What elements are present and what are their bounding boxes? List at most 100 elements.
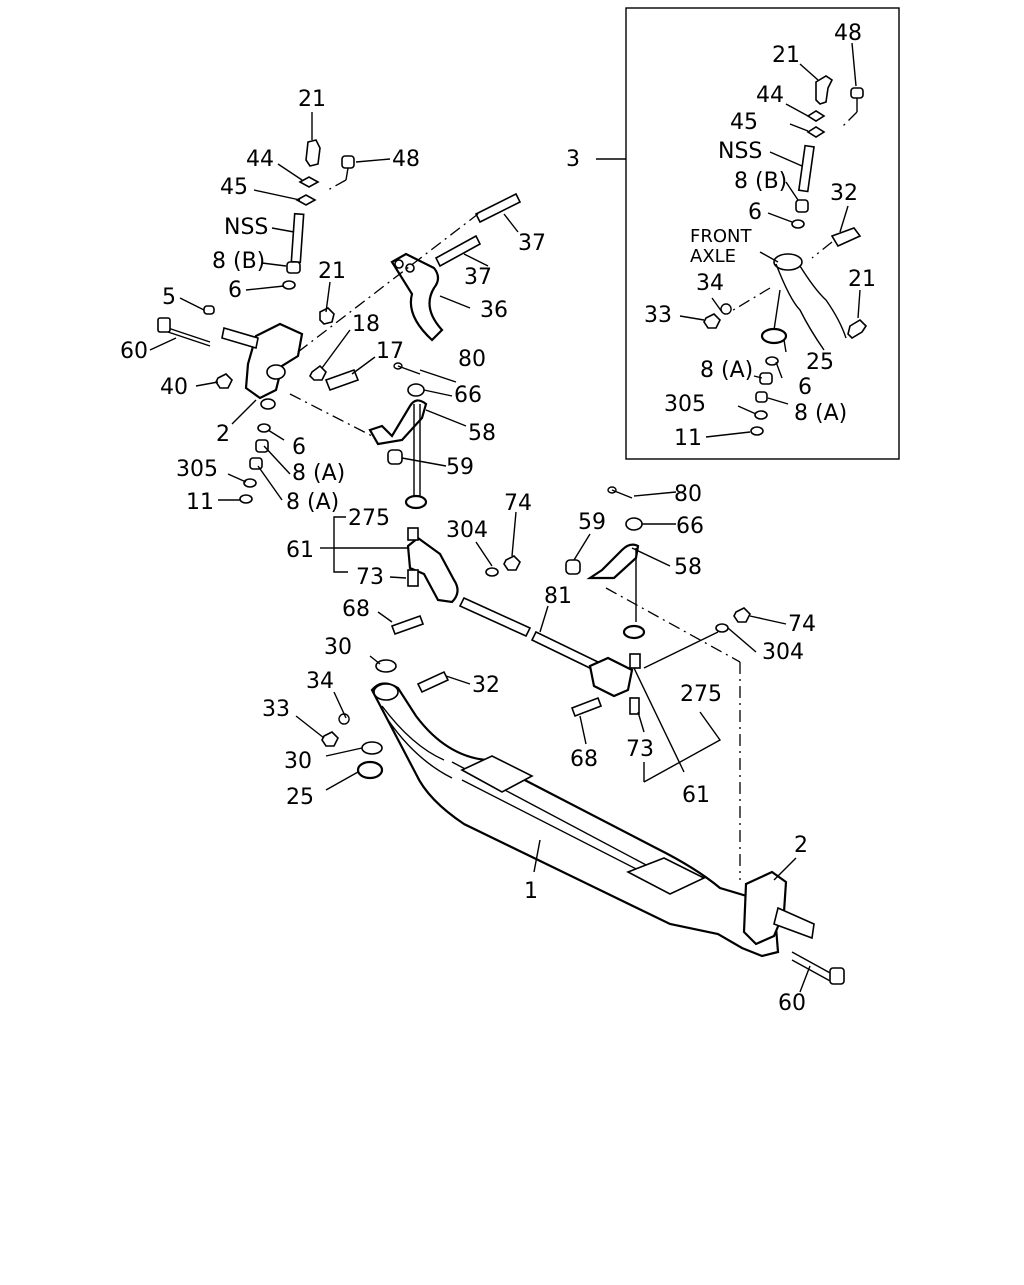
bolt-60-right (791, 951, 833, 983)
callout-8a: 8 (A) (292, 461, 345, 486)
inset-callout-45: 45 (730, 110, 758, 135)
front-axle-beam (321, 659, 845, 985)
inset-callout-48: 48 (834, 21, 862, 46)
washer-25 (356, 760, 384, 780)
shim-11 (239, 494, 253, 504)
nut-66b (625, 517, 643, 531)
callout-61b: 61 (682, 783, 710, 808)
callout-81: 81 (544, 584, 572, 609)
bolt-48 (341, 155, 355, 169)
inset-bushing-8b (795, 199, 809, 213)
inset-callout-34: 34 (696, 271, 724, 296)
inset-plate-44 (806, 110, 826, 122)
washer-30 (375, 659, 397, 673)
callout-68b: 68 (570, 747, 598, 772)
callout-304b: 304 (762, 640, 804, 665)
callout-80b: 80 (674, 482, 702, 507)
inset-bushing-8a (759, 372, 773, 385)
pin-32 (416, 670, 450, 694)
inset-callout-305: 305 (664, 392, 706, 417)
stud-17 (324, 368, 360, 392)
spindle-right (773, 906, 815, 940)
callout-6b: 6 (292, 435, 306, 460)
inset-callout-11: 11 (674, 426, 702, 451)
callout-59b: 59 (578, 510, 606, 535)
callout-40: 40 (160, 375, 188, 400)
callout-6: 6 (228, 278, 242, 303)
callout-34: 34 (306, 669, 334, 694)
bushing-8a-2 (249, 457, 263, 470)
bolt-68 (390, 614, 425, 636)
nut-33 (321, 731, 339, 747)
bushing-59b (565, 559, 581, 575)
axle-beam-1 (370, 682, 780, 958)
seal-275 (404, 494, 428, 510)
inset-ring-34 (720, 303, 732, 315)
nut-40 (215, 373, 233, 389)
callout-1: 1 (524, 879, 538, 904)
callout-304: 304 (446, 518, 488, 543)
steering-arm-36 (390, 252, 444, 342)
callout-leaders (149, 112, 811, 993)
inset-grease-fitting-21b (847, 318, 868, 340)
inset-callout-8a-2: 8 (A) (794, 401, 847, 426)
callout-8a-2: 8 (A) (286, 490, 339, 515)
callout-5: 5 (162, 285, 176, 310)
callout-25: 25 (286, 785, 314, 810)
bolt-37a (474, 192, 522, 224)
inset-callout-32: 32 (830, 181, 858, 206)
callout-66b: 66 (676, 514, 704, 539)
ring-34 (338, 713, 350, 725)
nut-74b (733, 607, 751, 623)
callout-44: 44 (246, 147, 274, 172)
inset-plate-45 (806, 126, 826, 138)
bushing-8a (255, 439, 269, 453)
shim-305 (243, 478, 257, 488)
callout-21b: 21 (318, 259, 346, 284)
callout-2: 2 (216, 422, 230, 447)
callout-305: 305 (176, 457, 218, 482)
inset-callout-33: 33 (644, 303, 672, 328)
callout-8b: 8 (B) (212, 249, 265, 274)
washer-304b (715, 623, 729, 633)
washer-6b (257, 423, 271, 433)
callout-60b: 60 (778, 991, 806, 1016)
inset-callout-21b: 21 (848, 267, 876, 292)
washer-30b (361, 741, 383, 755)
inset-callout-8b: 8 (B) (734, 169, 787, 194)
inset-callout-6b: 6 (798, 375, 812, 400)
king-pin-nss (290, 212, 305, 264)
callout-36: 36 (480, 298, 508, 323)
tie-rod-81 (458, 596, 532, 638)
arm-58 (368, 399, 428, 446)
inset-detail: 3 48 21 44 45 NSS 8 (B) 32 6 FRONT AXLE … (566, 7, 900, 460)
callout-80: 80 (458, 347, 486, 372)
inset-shim-305 (754, 410, 768, 420)
inset-callout-8a: 8 (A) (700, 358, 753, 383)
inset-callout-nss: NSS (718, 139, 762, 164)
callout-73: 73 (356, 565, 384, 590)
grease-fitting-21b (319, 307, 335, 325)
callout-74b: 74 (788, 612, 816, 637)
callout-74: 74 (504, 491, 532, 516)
callout-58: 58 (468, 421, 496, 446)
tie-rod-end-61-right (588, 656, 634, 698)
callout-68: 68 (342, 597, 370, 622)
seal-275b (622, 624, 646, 640)
grease-fitting-21 (305, 139, 321, 167)
callout-18: 18 (352, 312, 380, 337)
inset-washer-25 (760, 327, 788, 345)
inset-nut-33 (703, 313, 721, 329)
inset-washer-6 (791, 219, 805, 229)
callout-58b: 58 (674, 555, 702, 580)
bushing-8b (286, 261, 301, 274)
plate-45 (295, 194, 317, 206)
spindle (221, 326, 259, 350)
left-knuckle-assembly (157, 139, 522, 510)
tie-rod-assembly (390, 486, 751, 880)
nut-66 (407, 383, 425, 397)
inset-callout-21: 21 (772, 43, 800, 68)
callout-275: 275 (348, 506, 390, 531)
